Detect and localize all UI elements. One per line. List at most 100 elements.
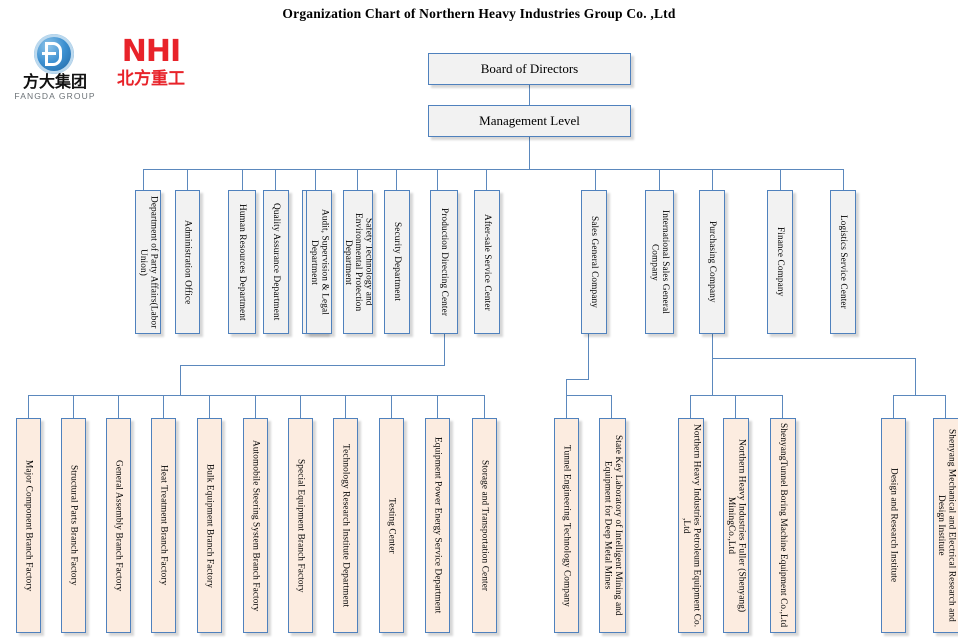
node-security-department[interactable]: Security Department [384, 190, 410, 334]
node-label: Production Directing Center [439, 207, 450, 317]
node-structural-parts-branch-factory[interactable]: Structural Parts Branch Factory [61, 418, 86, 633]
node-label: Quality Assurance Department [271, 203, 282, 321]
fangda-logo-english: FANGDA GROUP [14, 91, 96, 101]
node-label: Security Department [392, 222, 403, 302]
node-bulk-equipment-branch-factory[interactable]: Bulk Equipment Branch Factory [197, 418, 222, 633]
connector-management-drop [529, 137, 530, 169]
connector-drop-finance-company [780, 169, 781, 190]
connector-drop-storage-transportation [484, 395, 485, 418]
node-label: Audit, Supervision & Legal Department [309, 209, 330, 315]
connector-drop-logistics-service [843, 169, 844, 190]
nhi-logo-chinese: 北方重工 [117, 69, 185, 89]
node-label: Department of Party Affairs(Labor Union) [138, 195, 159, 329]
node-sales-general-company[interactable]: Sales General Company [581, 190, 607, 334]
connector-drop-heat-treatment [163, 395, 164, 418]
node-board-of-directors[interactable]: Board of Directors [428, 53, 631, 85]
node-automobile-steering-system-branch-factory[interactable]: Automobile Steering System Branch Factor… [243, 418, 268, 633]
nhi-logo-english: NHI [121, 34, 181, 69]
connector-subsidiaries-down [712, 358, 713, 395]
node-international-sales-general-company[interactable]: International Sales General Company [645, 190, 674, 334]
connector-drop-audit-supervision [357, 169, 358, 190]
node-label: Management Level [479, 112, 580, 128]
fangda-emblem-icon [34, 34, 74, 74]
node-special-equipment-branch-factory[interactable]: Special Equipment Branch Factory [288, 418, 313, 633]
node-production-directing-center[interactable]: Production Directing Center [430, 190, 458, 334]
node-department-of-party-affairs[interactable]: Department of Party Affairs(Labor Union) [135, 190, 161, 334]
connector-right-branch-run [712, 358, 915, 359]
connector-drop-sales-general [595, 169, 596, 190]
connector-drop-structural-parts [73, 395, 74, 418]
node-label: Storage and Transportation Center [479, 459, 490, 592]
node-label: Testing Center [386, 497, 397, 554]
connector-production-left-drop [180, 365, 181, 395]
node-purchasing-company[interactable]: Purchasing Company [699, 190, 725, 334]
node-label: Heat Treatment Branch Factory [158, 465, 169, 586]
fangda-group-logo: 方大集团 FANGDA GROUP [12, 34, 98, 102]
node-storage-and-transportation-center[interactable]: Storage and Transportation Center [472, 418, 497, 633]
node-administration-office[interactable]: Administration Office [175, 190, 200, 334]
node-quality-assurance-department[interactable]: Quality Assurance Department [263, 190, 289, 334]
connector-drop-security-department [437, 169, 438, 190]
node-label: Special Equipment Branch Factory [295, 458, 306, 593]
node-audit-supervision-legal-department[interactable]: Audit, Supervision & Legal Department [306, 190, 332, 334]
connector-research-down [915, 358, 916, 395]
connector-drop-major-component [28, 395, 29, 418]
node-label: Human Resources Department [237, 203, 248, 321]
node-management-level[interactable]: Management Level [428, 105, 631, 137]
node-shenyang-tunnel-boring-machine-equipment[interactable]: ShenyangTunnel Boring Machine Equipment … [770, 418, 796, 633]
node-label: Administration Office [182, 219, 193, 305]
connector-drop-state-key-laboratory [611, 395, 612, 418]
connector-drop-production-directing [486, 169, 487, 190]
node-label: State Key Laboratory of Intelligent Mini… [602, 435, 623, 616]
nhi-logo: NHI 北方重工 [104, 36, 198, 100]
connector-subsidiaries-bus [690, 395, 782, 396]
connector-drop-bulk-equipment [209, 395, 210, 418]
node-label: Automobile Steering System Branch Factor… [250, 439, 261, 612]
connector-drop-testing-center [391, 395, 392, 418]
node-logistics-service-center[interactable]: Logistics Service Center [830, 190, 856, 334]
node-label: Design and Research Institute [888, 468, 899, 583]
node-state-key-laboratory[interactable]: State Key Laboratory of Intelligent Mini… [599, 418, 626, 633]
node-label: Safety Technology and Environmental Prot… [343, 212, 373, 312]
connector-drop-general-assembly [118, 395, 119, 418]
connector-drop-special-equipment [300, 395, 301, 418]
node-heat-treatment-branch-factory[interactable]: Heat Treatment Branch Factory [151, 418, 176, 633]
node-finance-company[interactable]: Finance Company [767, 190, 793, 334]
node-northern-heavy-fuller-mining[interactable]: Northern Heavy Industries Fuller (Shenya… [723, 418, 749, 633]
connector-right-branch-down [712, 334, 713, 358]
node-safety-environmental-protection-department[interactable]: Safety Technology and Environmental Prot… [343, 190, 373, 334]
node-testing-center[interactable]: Testing Center [379, 418, 404, 633]
connector-drop-mechanical-electrical-institute [945, 395, 946, 418]
node-major-component-branch-factory[interactable]: Major Component Branch Factory [16, 418, 41, 633]
node-label: Logistics Service Center [838, 215, 849, 309]
node-label: International Sales General Company [649, 210, 670, 314]
connector-research-bus [893, 395, 945, 396]
fangda-logo-chinese: 方大集团 [22, 72, 87, 91]
connector-drop-fuller-mining [735, 395, 736, 418]
node-equipment-power-energy-service-department[interactable]: Equipment Power Energy Service Departmen… [425, 418, 450, 633]
connector-production-bus [28, 395, 484, 396]
connector-sales-run [566, 379, 589, 380]
connector-drop-human-resources [242, 169, 243, 190]
connector-production-down [444, 334, 445, 365]
node-design-and-research-institute[interactable]: Design and Research Institute [881, 418, 906, 633]
node-shenyang-mechanical-electrical-research-design-institute[interactable]: Shenyang Mechanical and Electrical Resea… [933, 418, 958, 633]
node-technology-research-institute-department[interactable]: Technology Research Institute Department [333, 418, 358, 633]
node-human-resources-department[interactable]: Human Resources Department [228, 190, 256, 334]
node-after-sale-service-center[interactable]: After-sale Service Center [474, 190, 500, 334]
connector-drop-administration-office [187, 169, 188, 190]
node-label: After-sale Service Center [482, 213, 493, 311]
connector-drop-international-sales [659, 169, 660, 190]
node-label: Board of Directors [480, 60, 579, 76]
node-label: General Assembly Branch Factory [113, 459, 124, 592]
connector-sales-left-drop [566, 379, 567, 395]
node-general-assembly-branch-factory[interactable]: General Assembly Branch Factory [106, 418, 131, 633]
connector-drop-technology-research [345, 395, 346, 418]
connector-level2-bus [143, 169, 843, 170]
node-northern-heavy-petroleum-equipment[interactable]: Northern Heavy Industries Petroleum Equi… [678, 418, 704, 633]
node-tunnel-engineering-technology-company[interactable]: Tunnel Engineering Technology Company [554, 418, 579, 633]
connector-drop-automobile-steering [255, 395, 256, 418]
connector-drop-safety-environmental [396, 169, 397, 190]
node-label: Equipment Power Energy Service Departmen… [432, 437, 443, 614]
